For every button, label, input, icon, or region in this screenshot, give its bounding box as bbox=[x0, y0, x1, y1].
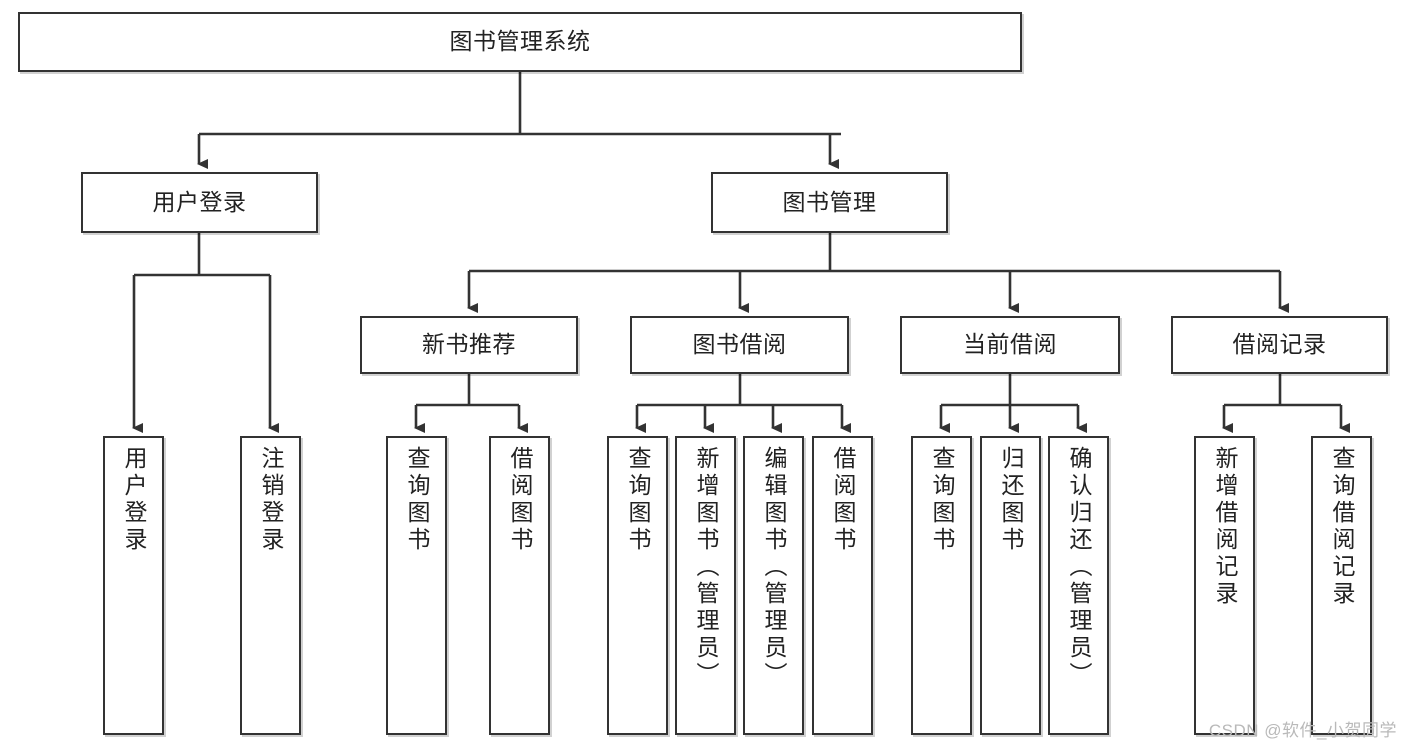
node-book-management-label: 图书管理 bbox=[782, 188, 877, 215]
node-leaf-borrow-book-1-label: 借阅图书 bbox=[507, 446, 533, 554]
csdn-watermark: CSDN @软件_小贺同学 bbox=[1208, 721, 1397, 740]
node-leaf-confirm-return[interactable]: 确认归还（管理员） bbox=[1048, 436, 1109, 735]
node-leaf-query-book-2[interactable]: 查询图书 bbox=[607, 436, 668, 735]
node-leaf-confirm-return-label: 确认归还（管理员） bbox=[1066, 446, 1092, 689]
node-leaf-return-book-label: 归还图书 bbox=[998, 446, 1024, 554]
node-leaf-edit-book[interactable]: 编辑图书（管理员） bbox=[743, 436, 804, 735]
node-new-book-recommend[interactable]: 新书推荐 bbox=[360, 316, 578, 374]
node-leaf-return-book[interactable]: 归还图书 bbox=[980, 436, 1041, 735]
node-leaf-borrow-book-1[interactable]: 借阅图书 bbox=[489, 436, 550, 735]
node-leaf-query-book-1-label: 查询图书 bbox=[404, 446, 430, 554]
node-leaf-user-login[interactable]: 用户登录 bbox=[103, 436, 164, 735]
node-borrow-record-label: 借阅记录 bbox=[1232, 331, 1327, 358]
node-book-management[interactable]: 图书管理 bbox=[711, 172, 948, 233]
node-root-label: 图书管理系统 bbox=[449, 28, 591, 55]
node-leaf-edit-book-label: 编辑图书（管理员） bbox=[761, 446, 787, 689]
node-borrow-record[interactable]: 借阅记录 bbox=[1171, 316, 1388, 374]
node-leaf-add-book-label: 新增图书（管理员） bbox=[693, 446, 719, 689]
node-leaf-user-login-label: 用户登录 bbox=[121, 446, 147, 554]
node-leaf-borrow-book-2[interactable]: 借阅图书 bbox=[812, 436, 873, 735]
node-book-borrow[interactable]: 图书借阅 bbox=[630, 316, 849, 374]
node-book-borrow-label: 图书借阅 bbox=[692, 331, 787, 358]
node-leaf-query-record[interactable]: 查询借阅记录 bbox=[1311, 436, 1372, 735]
node-leaf-logout-login-label: 注销登录 bbox=[258, 446, 284, 554]
node-user-login-label: 用户登录 bbox=[152, 188, 247, 215]
node-leaf-add-record[interactable]: 新增借阅记录 bbox=[1194, 436, 1255, 735]
node-current-borrow[interactable]: 当前借阅 bbox=[900, 316, 1120, 374]
node-current-borrow-label: 当前借阅 bbox=[963, 331, 1057, 358]
node-leaf-query-book-2-label: 查询图书 bbox=[625, 446, 651, 554]
node-leaf-borrow-book-2-label: 借阅图书 bbox=[830, 446, 856, 554]
node-leaf-logout-login[interactable]: 注销登录 bbox=[240, 436, 301, 735]
node-leaf-add-record-label: 新增借阅记录 bbox=[1212, 446, 1238, 608]
node-leaf-add-book[interactable]: 新增图书（管理员） bbox=[675, 436, 736, 735]
node-leaf-query-book-3[interactable]: 查询图书 bbox=[911, 436, 972, 735]
node-leaf-query-book-1[interactable]: 查询图书 bbox=[386, 436, 447, 735]
node-user-login[interactable]: 用户登录 bbox=[81, 172, 318, 233]
node-leaf-query-record-label: 查询借阅记录 bbox=[1329, 446, 1355, 608]
node-leaf-query-book-3-label: 查询图书 bbox=[929, 446, 955, 554]
node-new-book-recommend-label: 新书推荐 bbox=[422, 331, 516, 358]
node-root[interactable]: 图书管理系统 bbox=[18, 12, 1022, 72]
